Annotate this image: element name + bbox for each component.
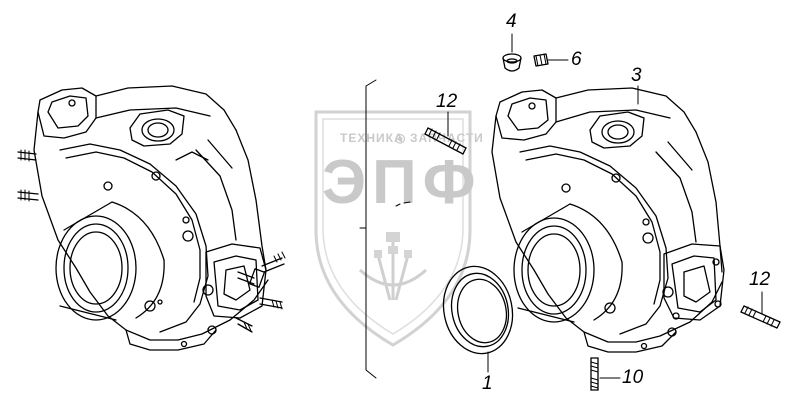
callout-part-6: 6 xyxy=(571,49,582,70)
right-housing-drawing xyxy=(491,87,725,353)
plug-drawing xyxy=(533,53,549,67)
callout-part-4: 4 xyxy=(506,11,517,32)
watermark-text-left: ТЕХНИКА xyxy=(340,131,404,145)
left-housing-drawing xyxy=(17,85,286,351)
exploded-view-bracket xyxy=(365,79,377,379)
seal-ring-drawing xyxy=(442,265,514,355)
stud-right-drawing xyxy=(740,305,781,329)
cap-drawing xyxy=(502,53,522,72)
callout-part-1: 1 xyxy=(482,373,493,394)
watermark-separator: ◎ xyxy=(395,131,407,145)
stud-bottom-drawing xyxy=(590,357,599,391)
leader-lines xyxy=(447,33,763,379)
watermark-logo: ЭПФ xyxy=(322,148,482,217)
callout-part-12-right: 12 xyxy=(749,269,771,290)
stud-top-drawing xyxy=(424,127,467,155)
callout-part-3: 3 xyxy=(631,65,642,86)
callout-part-12-top: 12 xyxy=(436,91,458,112)
callout-part-10: 10 xyxy=(622,367,644,388)
